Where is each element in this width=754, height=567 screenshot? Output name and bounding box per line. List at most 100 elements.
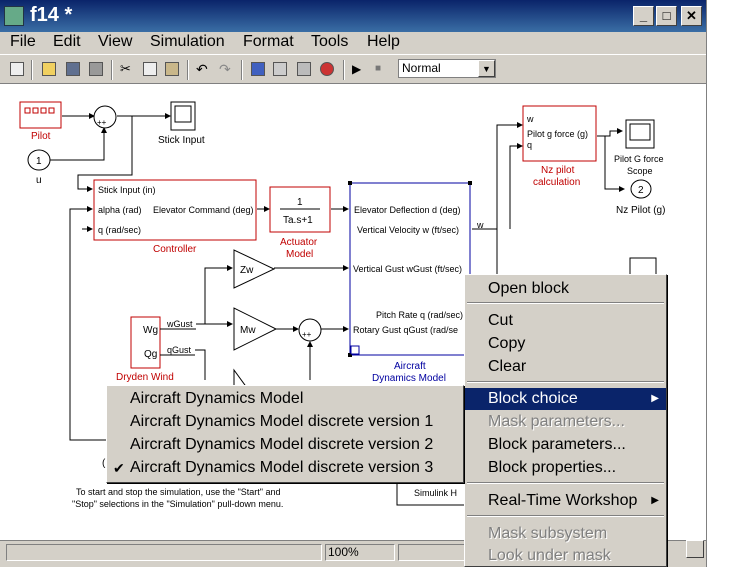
zoom-level: 100% <box>325 544 395 561</box>
redo-icon[interactable]: ↷ <box>219 61 231 77</box>
toolbar-separator <box>187 60 189 80</box>
menu-format[interactable]: Format <box>243 33 294 50</box>
menu-mask-parameters[interactable]: Mask parameters... <box>488 413 625 430</box>
model-explorer-icon[interactable] <box>273 62 287 76</box>
submenu-discrete-v2[interactable]: Aircraft Dynamics Model discrete version… <box>130 436 434 453</box>
simulation-mode-select[interactable]: Normal <box>398 59 496 78</box>
submenu-discrete-v1[interactable]: Aircraft Dynamics Model discrete version… <box>130 413 434 430</box>
menu-mask-subsystem[interactable]: Mask subsystem <box>488 525 608 542</box>
aircraft-input-qgust: Rotary Gust qGust (rad/se <box>353 325 458 335</box>
submenu-discrete-v3[interactable]: ✔ Aircraft Dynamics Model discrete versi… <box>107 457 463 479</box>
actuator-numerator: 1 <box>297 197 303 208</box>
stop-simulation-icon[interactable]: ■ <box>375 63 382 74</box>
pilot-g-force-label: Pilot G force <box>614 154 664 164</box>
nz-input-w: w <box>526 114 534 124</box>
nz-pilot-block[interactable]: w Pilot g force (g) q Nz pilot calculati… <box>522 105 597 188</box>
toolbar-separator <box>343 60 345 80</box>
aircraft-input-wgust: Vertical Gust wGust (ft/sec) <box>353 264 462 274</box>
cut-icon[interactable]: ✂ <box>120 61 131 76</box>
nz-pilot-out-label: Nz Pilot (g) <box>616 205 665 216</box>
u-port-number: 1 <box>36 156 42 167</box>
dryden-wind-block[interactable]: Wg Qg Dryden Wind <box>116 316 174 383</box>
undo-icon[interactable]: ↶ <box>196 61 208 77</box>
chevron-down-icon[interactable]: ▼ <box>478 60 495 77</box>
debug-icon[interactable] <box>320 62 334 76</box>
aircraft-output-q: Pitch Rate q (rad/sec) <box>376 310 463 320</box>
toolbar: ✂ ↶ ↷ ▶ ■ <box>0 54 707 84</box>
print-icon[interactable] <box>89 62 103 76</box>
menu-look-under-mask[interactable]: Look under mask <box>488 547 611 564</box>
pilot-g-force-scope[interactable]: Pilot G force Scope <box>614 119 664 176</box>
submenu-arrow-icon: ▶ <box>651 393 659 404</box>
paste-icon[interactable] <box>165 62 179 76</box>
zw-label: Zw <box>240 265 254 276</box>
aircraft-dynamics-block[interactable]: Elevator Deflection d (deg) Vertical Vel… <box>348 181 472 384</box>
nz-pilot-name-2: calculation <box>533 177 580 188</box>
simulink-help-block[interactable]: Simulink H <box>396 479 466 506</box>
simulink-app-icon[interactable] <box>4 6 24 26</box>
mw-gain-block[interactable]: Mw <box>233 307 278 351</box>
open-folder-icon[interactable] <box>42 62 56 76</box>
copy-icon[interactable] <box>143 62 157 76</box>
library-browser-icon[interactable] <box>251 62 265 76</box>
menu-simulation[interactable]: Simulation <box>150 33 225 50</box>
block-diagram[interactable]: Pilot 1 u ++ Stick Input Stick Input (in… <box>0 85 707 540</box>
menu-block-properties[interactable]: Block properties... <box>488 459 617 476</box>
info-note-line-1: To start and stop the simulation, use th… <box>76 487 281 497</box>
menu-tools[interactable]: Tools <box>311 33 349 50</box>
zw-gain-block[interactable]: Zw <box>233 249 276 289</box>
actuator-block[interactable]: 1 Ta.s+1 Actuator Model <box>269 186 331 260</box>
menu-edit[interactable]: Edit <box>53 33 81 50</box>
menu-copy[interactable]: Copy <box>488 335 526 352</box>
toolbar-separator <box>111 60 113 80</box>
maximize-button[interactable]: □ <box>656 6 677 26</box>
menu-block-parameters[interactable]: Block parameters... <box>488 436 626 453</box>
menu-clear[interactable]: Clear <box>488 358 527 375</box>
minimize-button[interactable]: _ <box>633 6 654 26</box>
svg-text:++: ++ <box>97 118 107 127</box>
context-menu: Open block Cut Copy Clear Block choice ▶… <box>464 274 667 567</box>
menu-block-choice[interactable]: Block choice ▶ <box>465 388 666 410</box>
menu-file[interactable]: File <box>10 33 36 50</box>
controller-input-q: q (rad/sec) <box>98 225 141 235</box>
resize-grip-icon[interactable] <box>686 540 704 558</box>
sum-block-1[interactable]: ++ <box>93 105 117 129</box>
controller-name: Controller <box>153 244 197 255</box>
pilot-block[interactable]: Pilot <box>19 101 62 142</box>
menu-cut[interactable]: Cut <box>488 312 513 329</box>
nz-output-label: Pilot g force (g) <box>527 129 588 139</box>
start-simulation-icon[interactable]: ▶ <box>352 62 362 76</box>
new-icon[interactable] <box>10 62 24 76</box>
checkmark-icon: ✔ <box>113 460 125 476</box>
menu-rtw-label: Real-Time Workshop <box>488 492 638 509</box>
stick-input-label: Stick Input <box>158 135 205 146</box>
aircraft-name: Aircraft <box>394 361 426 372</box>
title-bar[interactable]: f14 * _ □ ✕ <box>0 0 707 32</box>
w-signal-label: w <box>476 220 484 230</box>
menu-block-choice-label: Block choice <box>488 390 578 407</box>
menu-separator <box>467 381 664 383</box>
close-button[interactable]: ✕ <box>681 6 702 26</box>
block-choice-submenu: Aircraft Dynamics Model Aircraft Dynamic… <box>106 385 464 483</box>
submenu-aircraft-dynamics[interactable]: Aircraft Dynamics Model <box>130 390 304 407</box>
svg-text:++: ++ <box>302 330 312 339</box>
nz-input-q: q <box>527 140 532 150</box>
sum-block-2[interactable]: ++ <box>298 318 322 342</box>
dryden-wind-name: Dryden Wind <box>116 372 174 383</box>
menu-view[interactable]: View <box>98 33 133 50</box>
save-icon[interactable] <box>66 62 80 76</box>
stick-input-scope[interactable]: Stick Input <box>158 101 205 146</box>
menu-help[interactable]: Help <box>367 33 400 50</box>
menu-real-time-workshop[interactable]: Real-Time Workshop ▶ <box>465 490 666 512</box>
menu-open-block[interactable]: Open block <box>488 280 569 297</box>
controller-input-stick: Stick Input (in) <box>98 185 156 195</box>
menu-separator <box>467 302 664 304</box>
actuator-name: Actuator <box>280 237 318 248</box>
build-icon[interactable] <box>297 62 311 76</box>
toolbar-separator <box>241 60 243 80</box>
simulink-help-label: Simulink H <box>414 488 457 498</box>
u-inport[interactable]: 1 u <box>27 149 51 186</box>
controller-block[interactable]: Stick Input (in) alpha (rad) q (rad/sec)… <box>93 179 257 255</box>
mw-label: Mw <box>240 325 256 336</box>
nz-pilot-outport[interactable]: 2 Nz Pilot (g) <box>616 179 665 216</box>
